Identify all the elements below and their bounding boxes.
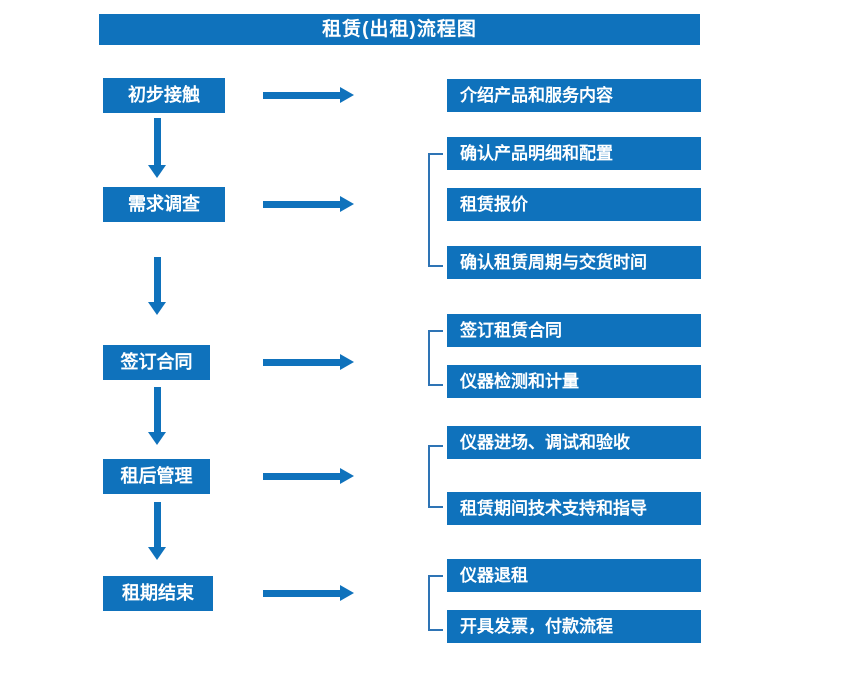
detail-box-sign-rental-contract: 签订租赁合同 — [447, 314, 701, 347]
arrow-head — [148, 432, 166, 445]
detail-box-introduce-products-services: 介绍产品和服务内容 — [447, 79, 701, 112]
detail-box-instrument-return: 仪器退租 — [447, 559, 701, 592]
arrow-shaft — [263, 201, 340, 208]
arrow-head — [148, 165, 166, 178]
arrow-head — [340, 354, 354, 370]
step-box-rental-end: 租期结束 — [103, 576, 213, 611]
arrow-shaft — [263, 92, 340, 99]
arrow-head — [340, 87, 354, 103]
group-bracket-demand-survey — [428, 153, 443, 267]
arrow-shaft — [263, 359, 340, 366]
right-arrow-icon — [263, 87, 354, 103]
arrow-head — [340, 196, 354, 212]
arrow-shaft — [263, 590, 340, 597]
arrow-head — [340, 585, 354, 601]
down-arrow-icon — [148, 502, 166, 560]
right-arrow-icon — [263, 468, 354, 484]
down-arrow-icon — [148, 118, 166, 178]
detail-box-invoice-payment-process: 开具发票，付款流程 — [447, 610, 701, 643]
flowchart-title-bar: 租赁(出租)流程图 — [99, 14, 700, 45]
detail-box-rental-quotation: 租赁报价 — [447, 188, 701, 221]
arrow-head — [148, 547, 166, 560]
detail-box-instrument-entry-debug-acceptance: 仪器进场、调试和验收 — [447, 426, 701, 459]
arrow-shaft — [263, 473, 340, 480]
group-bracket-sign-contract — [428, 330, 443, 386]
down-arrow-icon — [148, 387, 166, 445]
arrow-head — [340, 468, 354, 484]
flowchart-title: 租赁(出租)流程图 — [322, 19, 477, 40]
down-arrow-icon — [148, 257, 166, 315]
right-arrow-icon — [263, 196, 354, 212]
detail-box-technical-support-guidance: 租赁期间技术支持和指导 — [447, 492, 701, 525]
group-bracket-post-rental-management — [428, 445, 443, 508]
arrow-shaft — [153, 118, 161, 165]
detail-box-confirm-rental-period-delivery: 确认租赁周期与交货时间 — [447, 246, 701, 279]
right-arrow-icon — [263, 354, 354, 370]
detail-box-instrument-testing-measurement: 仪器检测和计量 — [447, 365, 701, 398]
arrow-shaft — [153, 387, 161, 432]
arrow-head — [148, 302, 166, 315]
group-bracket-rental-end — [428, 575, 443, 631]
arrow-shaft — [153, 502, 161, 547]
step-box-demand-survey: 需求调查 — [103, 187, 225, 222]
step-box-initial-contact: 初步接触 — [103, 78, 225, 113]
step-box-sign-contract: 签订合同 — [103, 345, 210, 380]
step-box-post-rental-management: 租后管理 — [103, 459, 210, 494]
arrow-shaft — [153, 257, 161, 302]
right-arrow-icon — [263, 585, 354, 601]
detail-box-confirm-product-details-config: 确认产品明细和配置 — [447, 137, 701, 170]
